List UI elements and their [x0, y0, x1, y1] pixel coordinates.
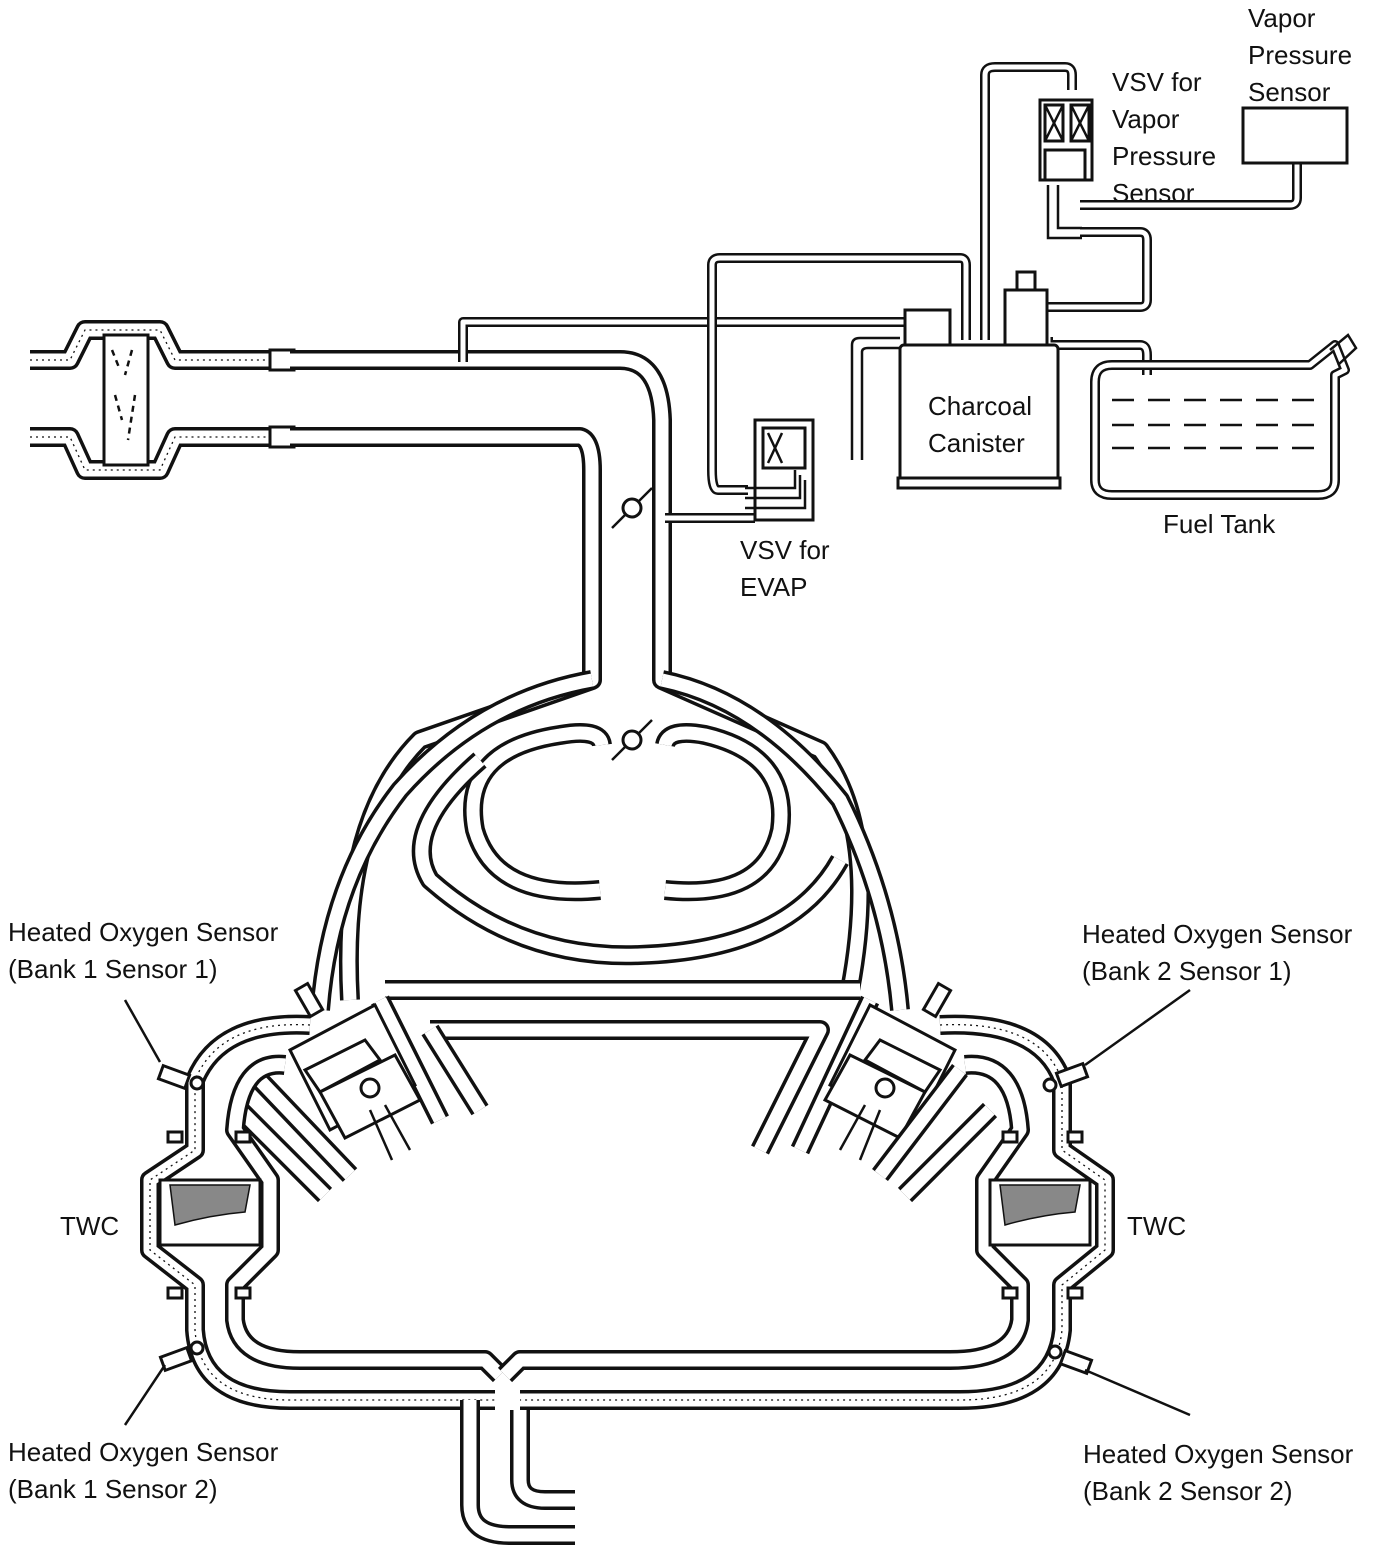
label-charcoal-canister: Charcoal Canister	[928, 388, 1032, 462]
exhaust-left-bank	[140, 1014, 508, 1410]
exhaust-tail-pipe	[460, 1400, 575, 1545]
label-line: Fuel Tank	[1163, 509, 1276, 539]
label-line: Pressure	[1112, 141, 1217, 171]
engine-block	[371, 980, 880, 1155]
label-line: Heated Oxygen Sensor	[1083, 1439, 1354, 1469]
vsv-evap	[745, 418, 815, 522]
cylinder-sensors	[293, 981, 953, 1019]
label-line: TWC	[60, 1211, 120, 1241]
oxygen-sensor-b1s2	[123, 1340, 205, 1426]
label-line: Vapor	[1248, 3, 1316, 33]
charcoal-canister	[896, 270, 1062, 490]
label-twc-left: TWC	[60, 1208, 119, 1245]
label-line: VSV for	[740, 535, 830, 565]
label-line: Heated Oxygen Sensor	[1082, 919, 1353, 949]
label-ho2s-bank1-sensor2: Heated Oxygen Sensor (Bank 1 Sensor 2)	[8, 1434, 278, 1508]
label-line: Heated Oxygen Sensor	[8, 917, 279, 947]
label-line: Pressure	[1248, 40, 1353, 70]
label-ho2s-bank2-sensor1: Heated Oxygen Sensor (Bank 2 Sensor 1)	[1082, 916, 1352, 990]
intake-pipe	[290, 350, 910, 1011]
label-line: VSV for	[1112, 67, 1202, 97]
vapor-pressure-sensor-box	[1241, 106, 1349, 165]
oxygen-sensor-b2s1	[1042, 988, 1191, 1093]
label-line: (Bank 2 Sensor 1)	[1082, 956, 1292, 986]
label-line: (Bank 1 Sensor 1)	[8, 954, 218, 984]
label-line: (Bank 1 Sensor 2)	[8, 1474, 218, 1504]
label-vsv-vapor-pressure-sensor: VSV for Vapor Pressure Sensor	[1112, 64, 1216, 212]
label-vapor-pressure-sensor: Vapor Pressure Sensor	[1248, 0, 1352, 111]
label-ho2s-bank2-sensor2: Heated Oxygen Sensor (Bank 2 Sensor 2)	[1083, 1436, 1353, 1510]
right-cylinder	[822, 1002, 998, 1203]
vsv-vapor-pressure	[1038, 98, 1094, 240]
label-ho2s-bank1-sensor1: Heated Oxygen Sensor (Bank 1 Sensor 1)	[8, 914, 278, 988]
oxygen-sensor-b1s1	[123, 999, 205, 1091]
label-line: Vapor	[1112, 104, 1180, 134]
label-vsv-evap: VSV for EVAP	[740, 532, 830, 606]
label-line: Sensor	[1112, 178, 1195, 208]
exhaust-right-bank	[497, 1014, 1115, 1410]
label-line: Canister	[928, 428, 1025, 458]
label-line: Heated Oxygen Sensor	[8, 1437, 279, 1467]
throttle-valve-center	[611, 719, 653, 761]
fuel-tank	[1090, 333, 1358, 500]
label-line: Sensor	[1248, 77, 1331, 107]
label-fuel-tank: Fuel Tank	[1163, 506, 1275, 543]
intake-plenum	[411, 723, 849, 966]
air-cleaner	[30, 320, 296, 480]
label-line: TWC	[1127, 1211, 1187, 1241]
label-line: (Bank 2 Sensor 2)	[1083, 1476, 1293, 1506]
oxygen-sensor-b2s2	[1047, 1344, 1191, 1417]
label-line: Charcoal	[928, 391, 1033, 421]
label-twc-right: TWC	[1127, 1208, 1186, 1245]
label-line: EVAP	[740, 572, 808, 602]
throttle-valve-upper	[611, 487, 653, 529]
evap-lines	[458, 62, 1302, 523]
left-cylinder	[232, 1002, 423, 1203]
